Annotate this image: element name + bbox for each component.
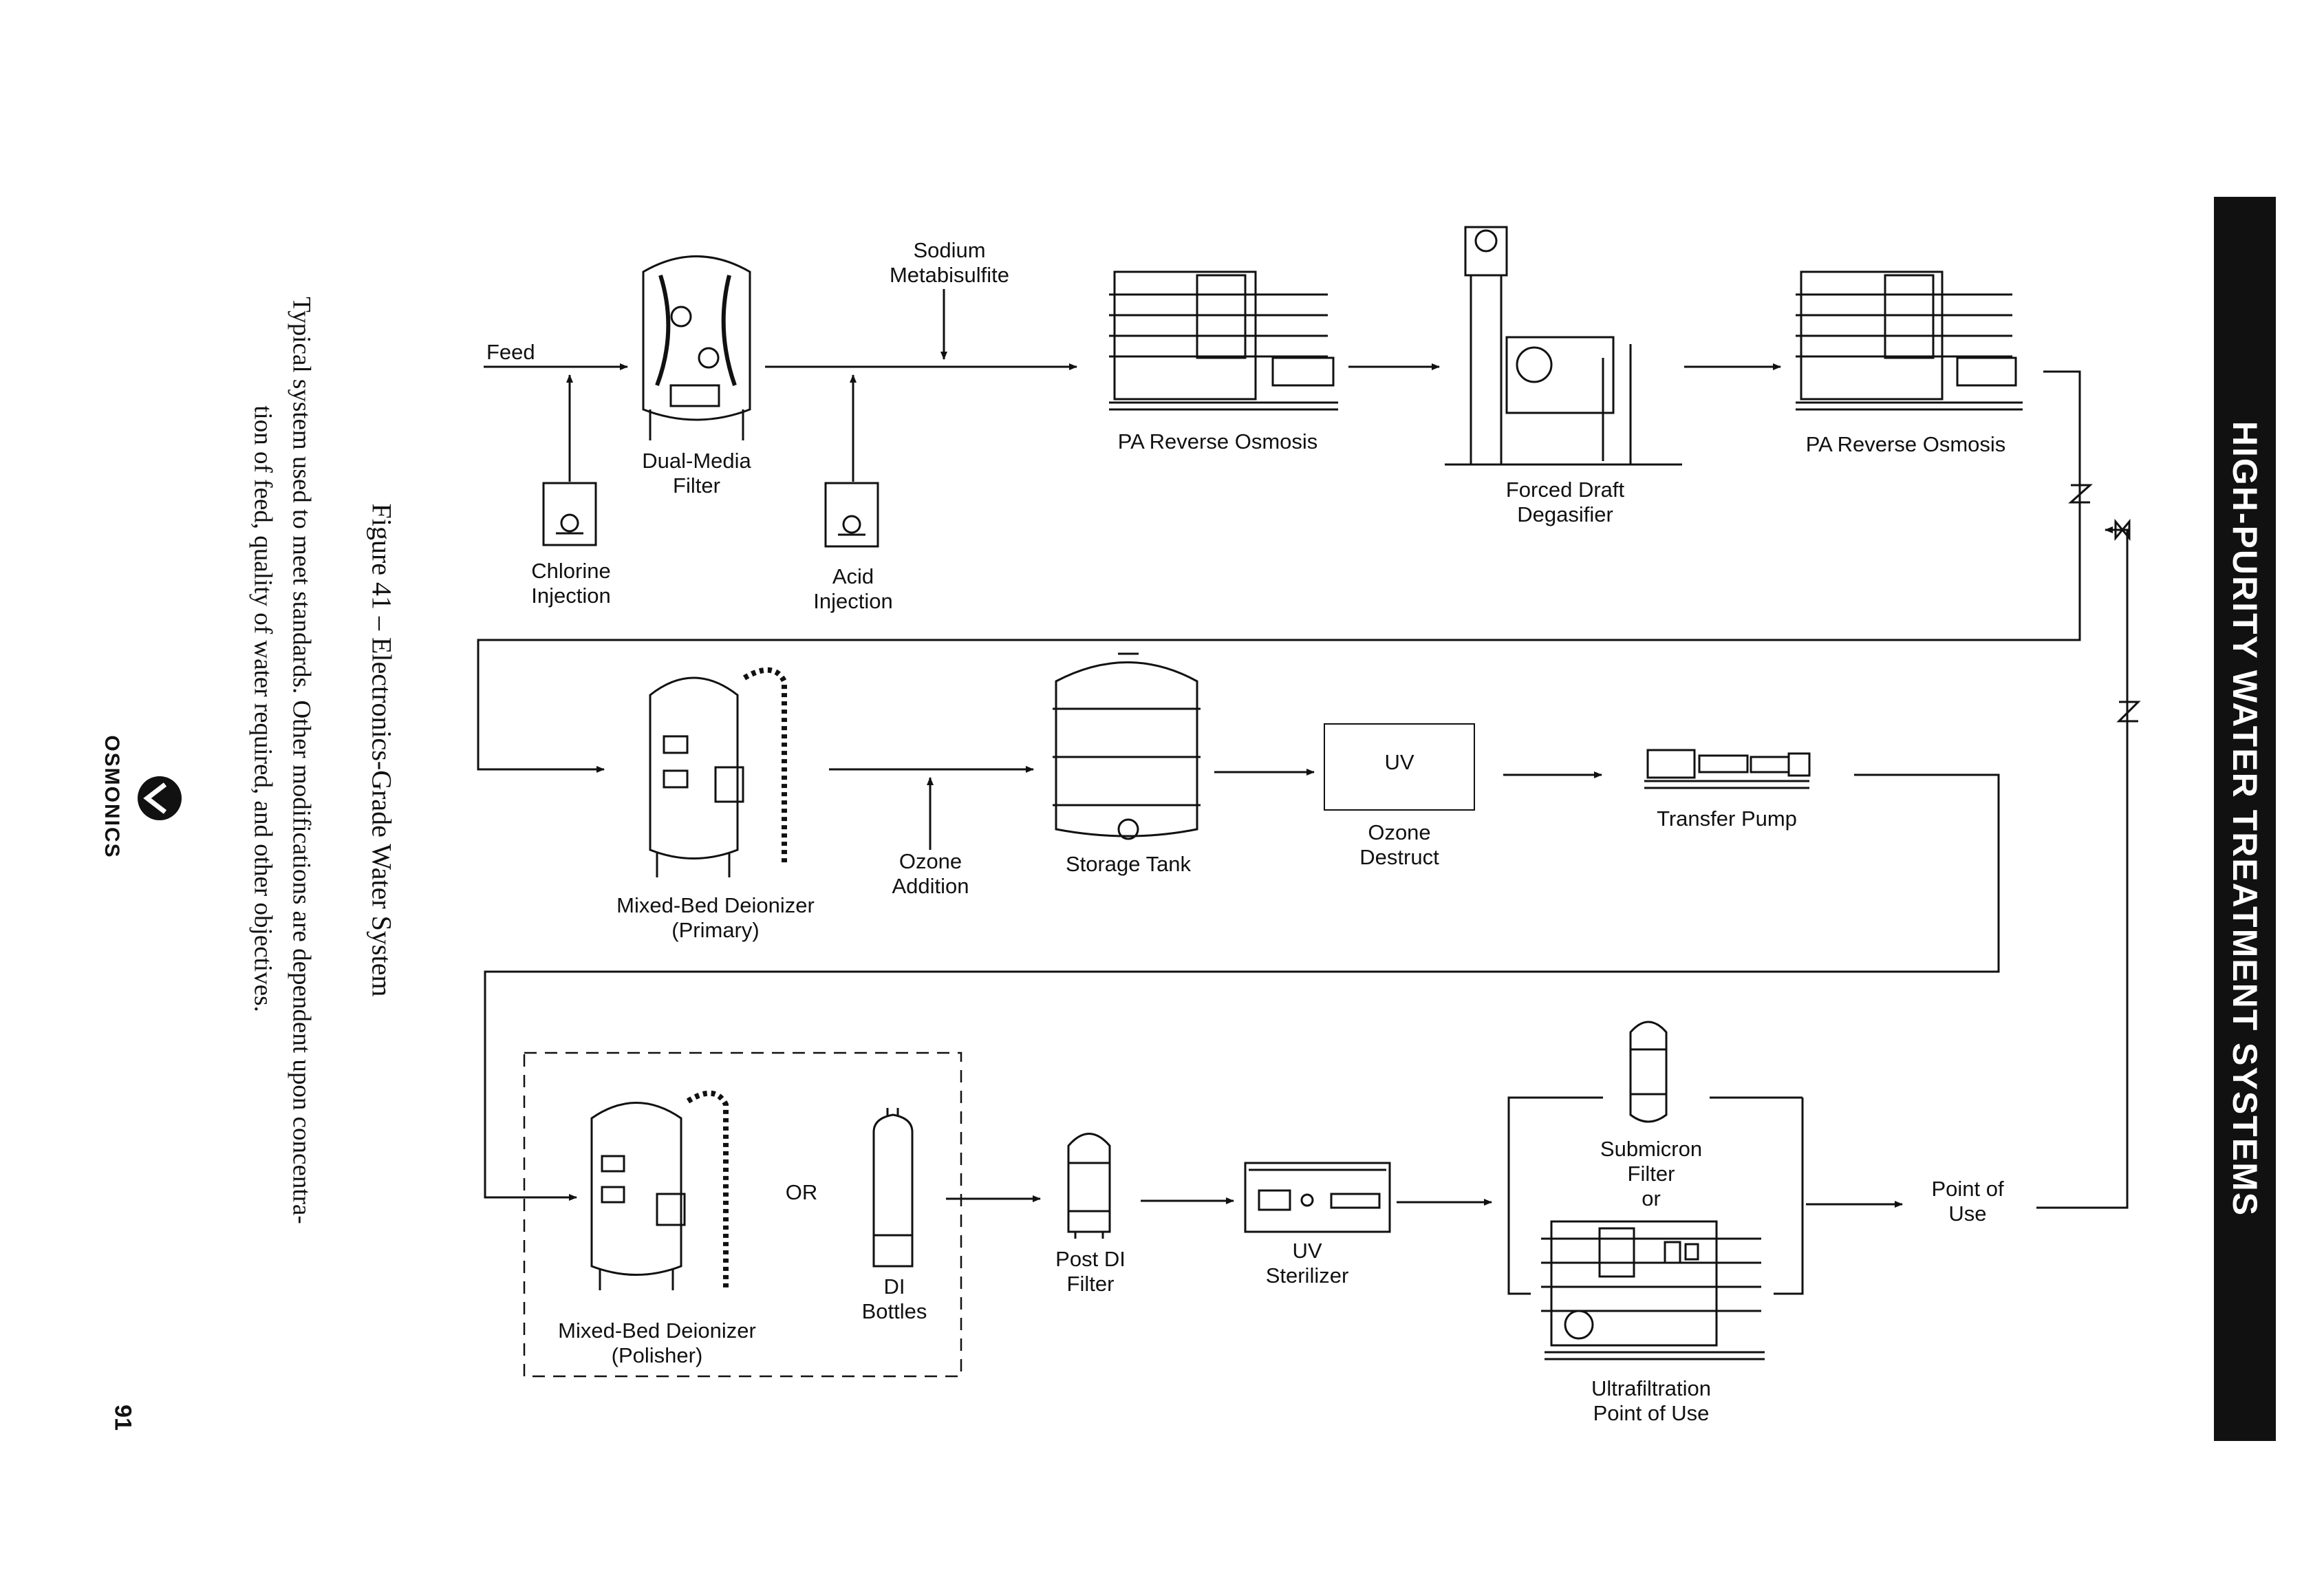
ultrafiltration-unit-icon [1541,1220,1765,1360]
reverse-osmosis-2-label: PA Reverse Osmosis [1805,432,2006,456]
section-band [2214,197,2276,1441]
caption-line-2: tion of feed, quality of water required,… [248,405,277,1012]
page-number: 91 [109,1405,136,1431]
row2-to-row3-line [484,773,2000,1201]
storage-tank-label: Storage Tank [1065,852,1192,876]
reverse-osmosis-unit-2-icon [1796,270,2023,411]
acid-injection-tank-icon [824,482,879,548]
split-top-line [1507,1096,1603,1295]
post-di-filter-icon [1067,1133,1111,1239]
reverse-osmosis-1-label: PA Reverse Osmosis [1117,429,1318,453]
uv-box-label: UV [1384,750,1414,774]
return-loop-line [2036,526,2129,1209]
return-valve-icon [2116,701,2141,723]
section-title: HIGH-PURITY WATER TREATMENT SYSTEMS [2226,420,2264,1217]
figure-title: Figure 41 – Electronics-Grade Water Syst… [366,503,398,997]
osmonics-logo [138,776,182,820]
uv-ozone-destruct-box [1324,723,1475,811]
caption-line-1: Typical system used to meet standards. O… [287,297,316,1224]
globe-valve-icon [2114,518,2131,542]
transfer-pump-label: Transfer Pump [1657,807,1797,831]
submicron-filter-icon [1629,1021,1668,1123]
dual-media-filter-icon [642,255,751,440]
row1-to-row2-line [477,370,2081,773]
merge-line [1774,1098,1804,1295]
di-bottle-icon [872,1108,914,1268]
storage-tank-icon [1053,652,1201,840]
uv-sterilizer-icon [1244,1162,1391,1233]
transfer-pump-icon [1644,749,1811,789]
polisher-option-box [523,1051,962,1378]
chlorine-injection-tank-icon [542,482,597,546]
mixed-bed-polisher-icon [590,1090,729,1290]
or-label: OR [785,1180,818,1204]
mixed-bed-primary-icon [649,667,787,877]
mixed-bed-primary-label: Mixed-Bed Deionizer(Primary) [616,893,815,942]
degasifier-icon [1445,226,1682,466]
mixed-bed-polisher-label: Mixed-Bed Deionizer(Polisher) [558,1318,756,1367]
brand-name: OSMONICS [100,735,123,859]
check-valve-icon [2068,484,2093,504]
reverse-osmosis-unit-1-icon [1109,270,1338,411]
feed-label: Feed [486,340,535,364]
